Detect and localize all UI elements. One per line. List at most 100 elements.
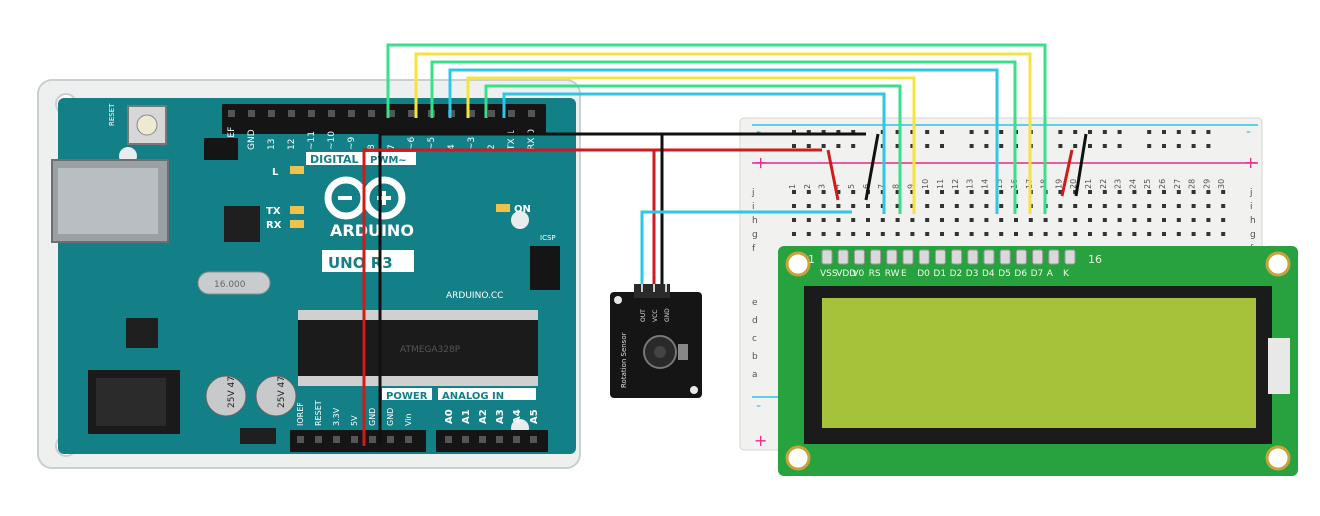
digital-pin-label: 7 [387,144,397,150]
terminal-hole [1102,190,1107,194]
terminal-hole [910,204,915,208]
terminal-hole [1132,232,1137,236]
terminal-hole [792,190,796,194]
wire-green-3 [484,84,902,214]
led-on-label: ON [514,204,531,215]
digital-pin-label: ~10 [327,131,337,150]
svg-text:-: - [1246,124,1251,140]
power-pin-hole [387,436,394,443]
row-label: e [752,298,758,308]
rail-hole [1117,144,1122,148]
digital-pin-label: RX 0 [527,129,537,150]
terminal-hole [1058,204,1063,208]
lcd-pin [934,249,946,265]
svg-text:ARDUINO: ARDUINO [330,221,414,240]
rail-hole [821,144,826,148]
terminal-hole [1132,204,1137,208]
terminal-hole [925,190,930,194]
analog-pin-label: A4 [512,409,523,424]
rail-hole [984,130,989,134]
digital-pin-hole [288,110,295,117]
rail-hole [806,130,811,134]
rail-hole [1176,130,1181,134]
rail-minus-top: - [756,124,761,140]
terminal-hole [1132,190,1137,194]
reset-label: RESET [108,103,116,126]
digital-pin-label: ~6 [407,136,417,150]
rail-hole [792,130,796,134]
column-number: 10 [921,179,930,189]
power-pin-label: 3.3V [332,407,341,426]
rail-hole [940,130,944,134]
analog-pin-hole [462,436,469,443]
terminal-hole [925,232,930,236]
lcd-pin [999,249,1011,265]
power-pin-hole [351,436,358,443]
wire-green-2 [430,60,1017,214]
terminal-hole [1206,218,1211,222]
terminal-hole [806,218,811,222]
terminal-hole [1191,204,1196,208]
rail-hole [1176,144,1181,148]
model-label: UNO R3 [328,254,393,272]
terminal-hole [984,232,989,236]
digital-label: DIGITAL [310,153,359,166]
column-number: 11 [936,179,945,189]
svg-text:25V 47: 25V 47 [277,376,287,408]
lcd-pin-label: RS [869,269,881,279]
rail-minus-bottom: - [756,398,761,414]
column-number: 14 [980,179,989,189]
terminal-hole [836,190,841,194]
terminal-hole [954,232,959,236]
rail-hole [851,130,856,134]
rail-hole [1206,130,1211,134]
rail-plus-bottom: + [754,431,767,450]
analog-pin-hole [513,436,520,443]
lcd-pin-label: D2 [950,269,963,279]
svg-text:ATMEGA328P: ATMEGA328P [400,345,461,355]
terminal-hole [925,204,930,208]
crystal [197,271,271,295]
lcd-pin-label: D1 [933,269,946,279]
terminal-hole [1147,204,1152,208]
terminal-hole [969,204,974,208]
row-label: j [1249,188,1253,198]
terminal-hole [851,190,856,194]
lcd-pin-last: 16 [1088,253,1102,266]
terminal-hole [821,218,826,222]
lcd-pin-label: VDD [836,269,856,279]
lcd-pin [1048,249,1060,265]
url-label: ARDUINO.CC [446,291,503,301]
column-number: 28 [1188,179,1197,189]
lcd-pin-label: K [1063,269,1070,279]
column-number: 20 [1069,179,1078,189]
row-label: c [752,334,757,344]
row-label: d [752,316,758,326]
terminal-hole [895,204,900,208]
terminal-hole [895,232,900,236]
lcd-pin-label: D3 [966,269,979,279]
terminal-hole [1162,190,1166,194]
terminal-hole [910,218,915,222]
column-number: 21 [1084,179,1093,189]
terminal-hole [1058,190,1063,194]
terminal-hole [1132,218,1137,222]
rail-hole [1147,144,1152,148]
lcd-pin-label: E [901,269,907,279]
terminal-hole [925,218,930,222]
terminal-hole [851,232,856,236]
rail-hole [940,144,944,148]
terminal-hole [999,232,1004,236]
digital-pin-hole [368,110,375,117]
wire-yellow-1 [414,52,1032,214]
rail-hole [1162,130,1166,134]
column-number: 29 [1202,179,1211,189]
lcd-pin-label: RW [885,269,900,279]
led-l-label: L [272,167,279,178]
terminal-hole [954,204,959,208]
lcd-pin-first: 1 [808,253,815,266]
terminal-hole [1043,232,1048,236]
terminal-hole [1191,232,1196,236]
